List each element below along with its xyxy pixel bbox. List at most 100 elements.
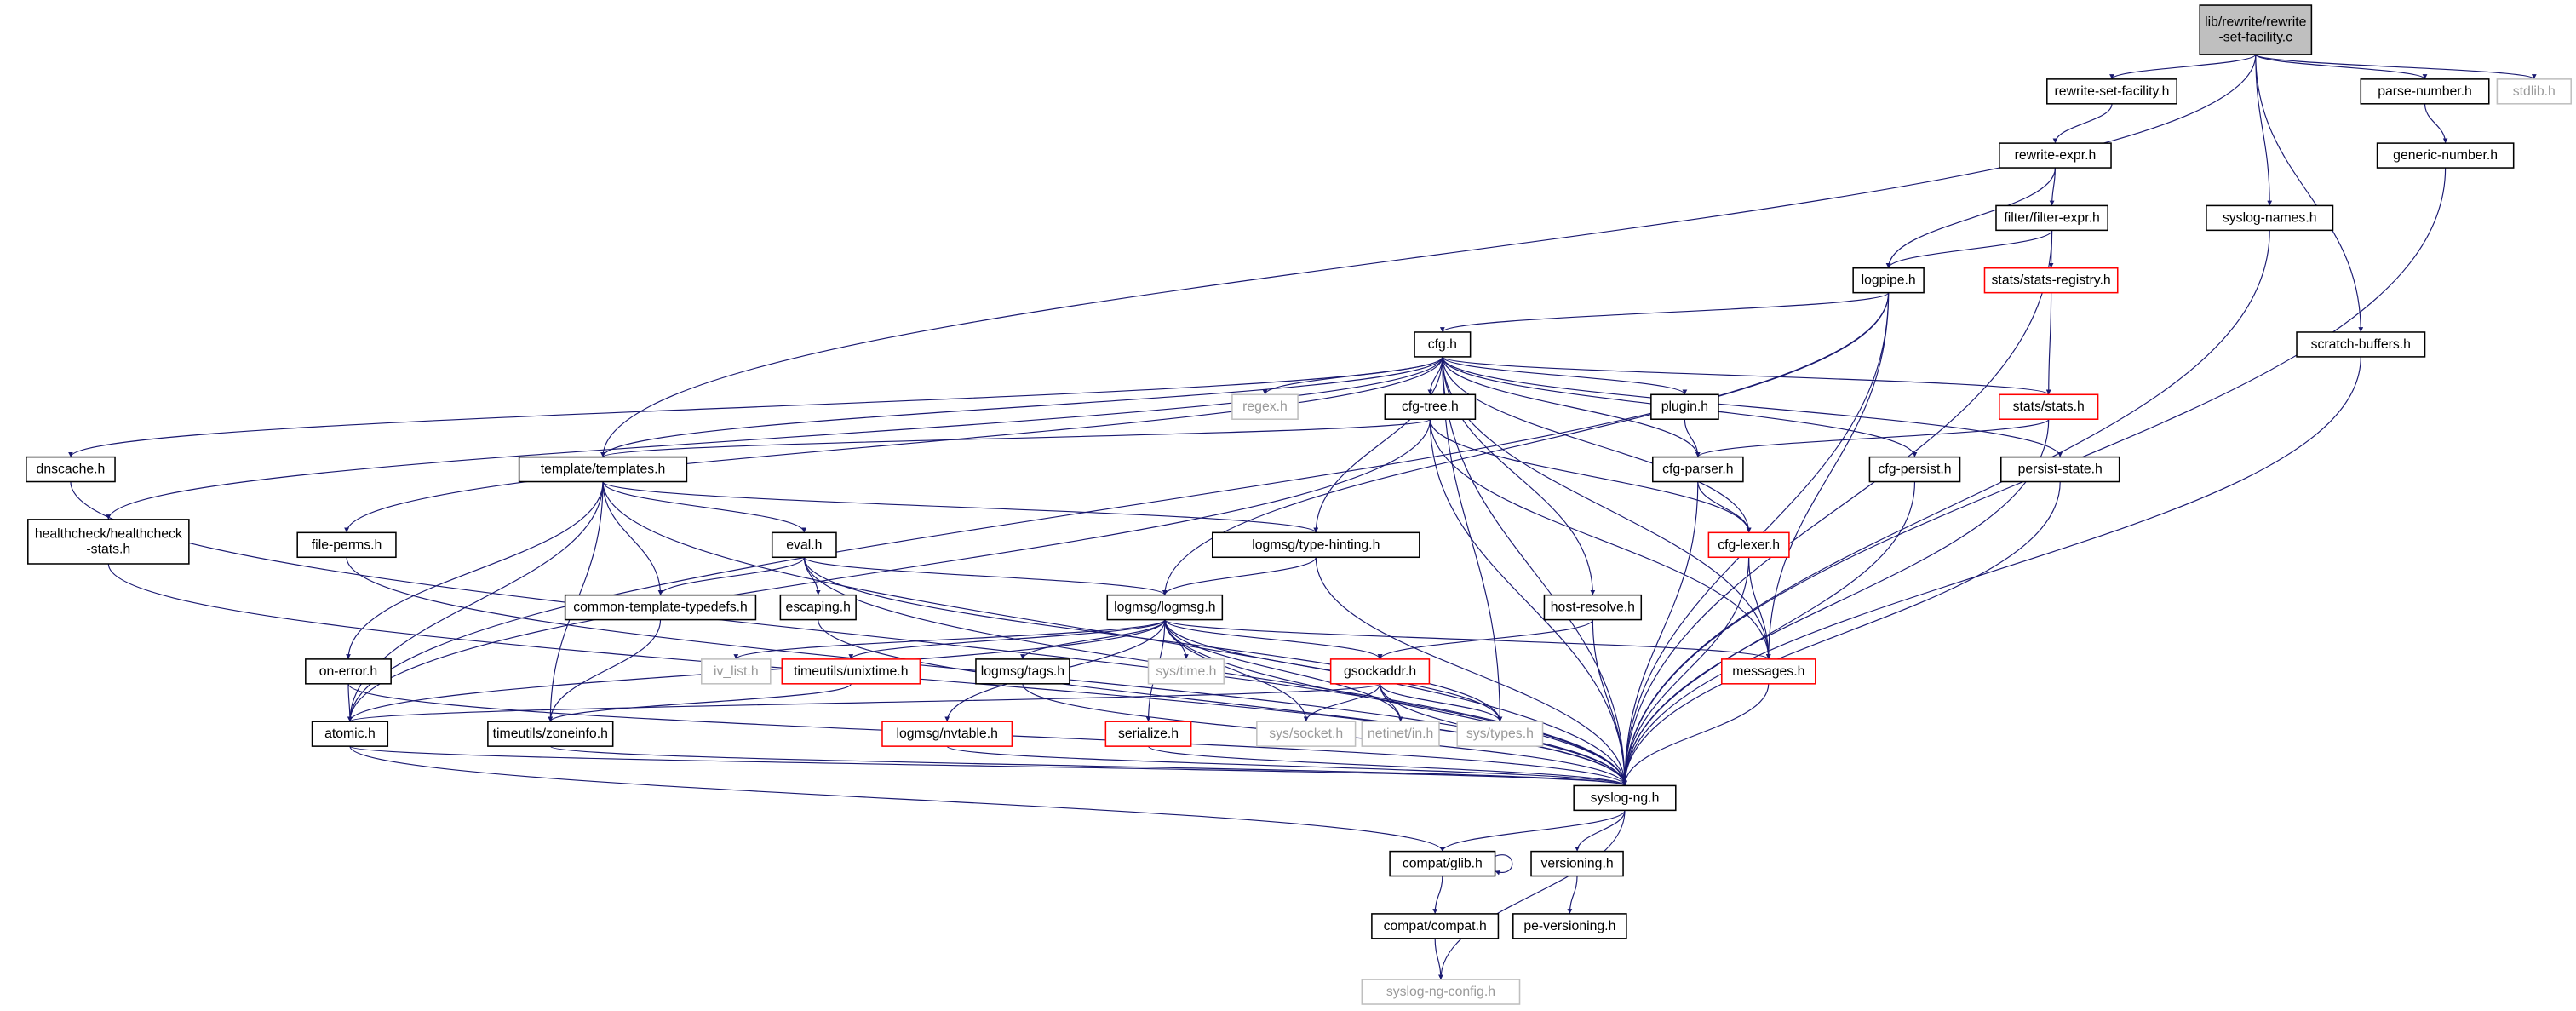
- node-label: timeutils/zoneinfo.h: [493, 727, 608, 741]
- node-nvtable[interactable]: logmsg/nvtable.h: [881, 721, 1013, 747]
- edge-statsreg-to-stats: [2045, 292, 2052, 395]
- node-syslogng[interactable]: syslog-ng.h: [1573, 784, 1677, 812]
- node-logpipe[interactable]: logpipe.h: [1852, 267, 1925, 294]
- edge-atomic-to-glib: [349, 745, 1445, 852]
- node-netinet[interactable]: netinet/in.h: [1361, 721, 1440, 747]
- edge-compat-to-config: [1434, 938, 1443, 980]
- node-stdlib[interactable]: stdlib.h: [2496, 78, 2572, 105]
- node-cfgtree[interactable]: cfg-tree.h: [1384, 393, 1477, 420]
- node-cfglexer[interactable]: cfg-lexer.h: [1707, 531, 1790, 559]
- edge-logmsg-to-syssocket: [1164, 619, 1309, 722]
- node-label: stats/stats-registry.h: [1992, 273, 2111, 288]
- node-typehint[interactable]: logmsg/type-hinting.h: [1211, 531, 1420, 559]
- node-systime[interactable]: sys/time.h: [1147, 658, 1225, 685]
- node-unixtime[interactable]: timeutils/unixtime.h: [781, 658, 921, 685]
- node-systypes[interactable]: sys/types.h: [1456, 721, 1544, 747]
- node-label: serialize.h: [1118, 727, 1179, 741]
- edge-syslogng-to-versioning: [1575, 810, 1626, 852]
- edge-cfg-to-regex: [1262, 356, 1443, 395]
- node-eval[interactable]: eval.h: [771, 531, 837, 559]
- node-escaping[interactable]: escaping.h: [779, 594, 857, 621]
- node-label: on-error.h: [319, 664, 378, 679]
- node-label: file-perms.h: [312, 537, 382, 552]
- node-box: [1106, 594, 1224, 621]
- node-root[interactable]: lib/rewrite/rewrite-set-facility.c: [2199, 4, 2313, 55]
- node-pever[interactable]: pe-versioning.h: [1512, 913, 1627, 939]
- node-hostres[interactable]: host-resolve.h: [1543, 594, 1643, 621]
- node-plugin[interactable]: plugin.h: [1650, 393, 1719, 420]
- node-box: [1512, 913, 1627, 939]
- node-box: [1371, 913, 1500, 939]
- edge-eval-to-logmsg: [803, 556, 1168, 596]
- node-box: [2046, 78, 2177, 105]
- node-cfgparser[interactable]: cfg-parser.h: [1652, 456, 1744, 483]
- edge-cfglexer-to-messages: [1748, 557, 1771, 659]
- node-box: [779, 594, 857, 621]
- node-fileperms[interactable]: file-perms.h: [296, 531, 397, 559]
- node-messages[interactable]: messages.h: [1721, 658, 1816, 685]
- node-cfgpersist[interactable]: cfg-persist.h: [1868, 456, 1961, 483]
- node-persist[interactable]: persist-state.h: [2000, 456, 2120, 483]
- node-rexpr[interactable]: rewrite-expr.h: [1999, 142, 2112, 169]
- node-tags[interactable]: logmsg/tags.h: [975, 658, 1070, 685]
- node-label: sys/socket.h: [1269, 727, 1343, 741]
- node-logmsg[interactable]: logmsg/logmsg.h: [1106, 594, 1224, 621]
- node-gennum[interactable]: generic-number.h: [2376, 142, 2515, 169]
- node-label: stdlib.h: [2513, 84, 2556, 99]
- node-syssocket[interactable]: sys/socket.h: [1256, 721, 1357, 747]
- node-parsenum[interactable]: parse-number.h: [2360, 78, 2490, 105]
- node-box: [1999, 142, 2112, 169]
- node-dnscache[interactable]: dnscache.h: [26, 456, 116, 483]
- node-box: [564, 594, 757, 621]
- node-health[interactable]: healthcheck/healthcheck-stats.h: [27, 519, 190, 565]
- node-label: netinet/in.h: [1368, 727, 1433, 741]
- node-scratch[interactable]: scratch-buffers.h: [2296, 331, 2426, 358]
- node-label: messages.h: [1732, 664, 1804, 679]
- edge-logmsg-to-netinet: [1164, 619, 1403, 722]
- edge-glib-to-glib: [1495, 854, 1513, 876]
- node-box: [1231, 393, 1299, 420]
- edge-eval-to-ctt: [657, 557, 805, 595]
- node-ctt[interactable]: common-template-typedefs.h: [564, 594, 757, 621]
- node-glib[interactable]: compat/glib.h: [1389, 850, 1496, 877]
- node-rsf[interactable]: rewrite-set-facility.h: [2046, 78, 2177, 105]
- edge-logpipe-to-logmsg: [1162, 292, 1890, 595]
- node-label: parse-number.h: [2378, 84, 2472, 99]
- node-box: [1256, 721, 1357, 747]
- edge-rexpr-to-fexpr: [2049, 168, 2057, 206]
- node-onerror[interactable]: on-error.h: [305, 658, 392, 685]
- node-regex[interactable]: regex.h: [1231, 393, 1299, 420]
- node-label: compat/glib.h: [1403, 857, 1483, 871]
- node-box: [1456, 721, 1544, 747]
- edge-serialize-to-syslogng: [1147, 745, 1627, 786]
- node-atomic[interactable]: atomic.h: [311, 721, 389, 747]
- node-templates[interactable]: template/templates.h: [518, 456, 688, 483]
- node-compat[interactable]: compat/compat.h: [1371, 913, 1500, 939]
- node-box: [1999, 393, 2099, 420]
- node-cfg[interactable]: cfg.h: [1414, 331, 1472, 358]
- node-label: dnscache.h: [37, 462, 106, 477]
- node-label: filter/filter-expr.h: [2004, 210, 2099, 225]
- node-config[interactable]: syslog-ng-config.h: [1361, 979, 1521, 1005]
- edge-root-to-parsenum: [2255, 54, 2428, 80]
- node-label: cfg-persist.h: [1878, 462, 1951, 477]
- node-label: versioning.h: [1540, 857, 1613, 871]
- edge-cfgpersist-to-syslogng: [1622, 481, 1916, 786]
- node-serialize[interactable]: serialize.h: [1104, 721, 1192, 747]
- node-fexpr[interactable]: filter/filter-expr.h: [1995, 204, 2108, 232]
- node-ivlist[interactable]: iv_list.h: [701, 658, 772, 685]
- node-sysnames[interactable]: syslog-names.h: [2206, 204, 2334, 232]
- edge-onerror-to-atomic: [347, 683, 353, 722]
- node-box: [1361, 721, 1440, 747]
- edges: [68, 54, 2537, 980]
- node-label: regex.h: [1242, 399, 1288, 414]
- node-stats[interactable]: stats/stats.h: [1999, 393, 2099, 420]
- edge-escaping-to-syslogng: [818, 619, 1627, 786]
- edge-logmsg-to-systime: [1164, 619, 1189, 659]
- node-versioning[interactable]: versioning.h: [1530, 850, 1624, 877]
- edge-typehint-to-logmsg: [1162, 557, 1317, 595]
- node-statsreg[interactable]: stats/stats-registry.h: [1983, 267, 2119, 294]
- node-gsock[interactable]: gsockaddr.h: [1329, 658, 1431, 685]
- node-zoneinfo[interactable]: timeutils/zoneinfo.h: [487, 721, 614, 747]
